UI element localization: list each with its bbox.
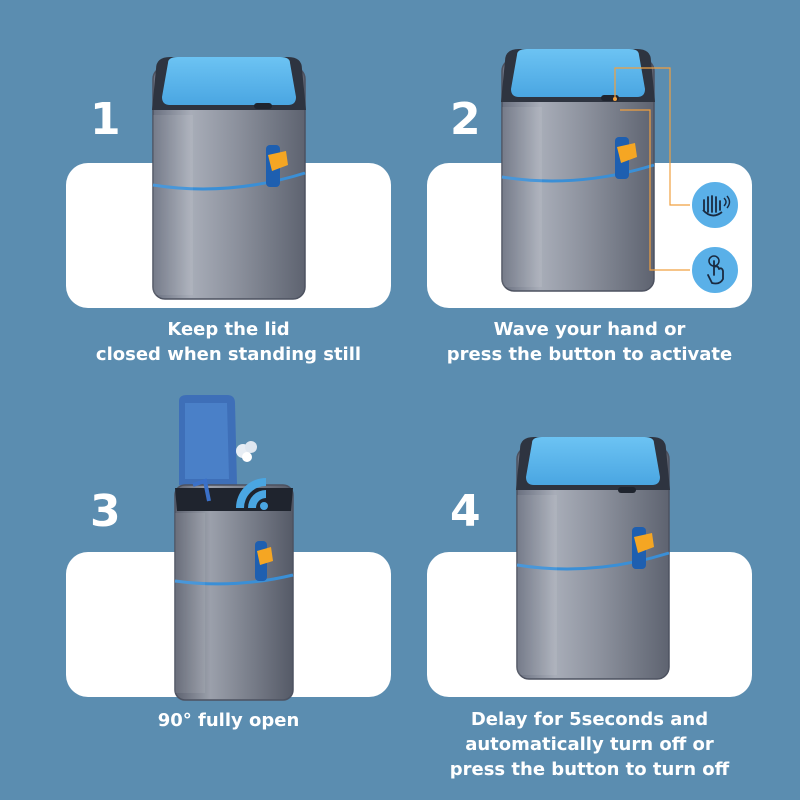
step-2-caption-line-2: press the button to activate [446, 344, 733, 365]
step-4-number: 4 [450, 486, 481, 537]
step-4-caption-line-3: press the button to turn off [449, 759, 730, 780]
step-1-caption-line-1: Keep the lid [167, 319, 290, 340]
step-1-number: 1 [90, 94, 121, 145]
step-4-caption: Delay for 5seconds and automatically tur… [427, 707, 752, 782]
sensor-callout-lines [614, 67, 690, 271]
step-3-caption: 90° fully open [66, 708, 391, 733]
step-4-caption-line-1: Delay for 5seconds and [470, 709, 709, 730]
step-1-caption: Keep the lid closed when standing still [66, 317, 391, 367]
step-1-caption-line-2: closed when standing still [95, 344, 362, 365]
step-2-number: 2 [450, 94, 481, 145]
step-3-trash-can-open [174, 395, 294, 701]
step-4-trash-can-closed [516, 437, 670, 680]
step-4-caption-line-2: automatically turn off or [465, 734, 714, 755]
step-2-caption: Wave your hand or press the button to ac… [427, 317, 752, 367]
step-3-caption-line-1: 90° fully open [157, 710, 300, 731]
step-1-trash-can-closed [152, 57, 306, 300]
wave-hand-icon [690, 180, 740, 230]
wifi-signal-icon [236, 478, 268, 510]
press-button-icon [690, 245, 740, 295]
step-2-trash-can-sensor [501, 49, 655, 292]
step-3-number: 3 [90, 486, 121, 537]
step-2-caption-line-1: Wave your hand or [493, 319, 686, 340]
